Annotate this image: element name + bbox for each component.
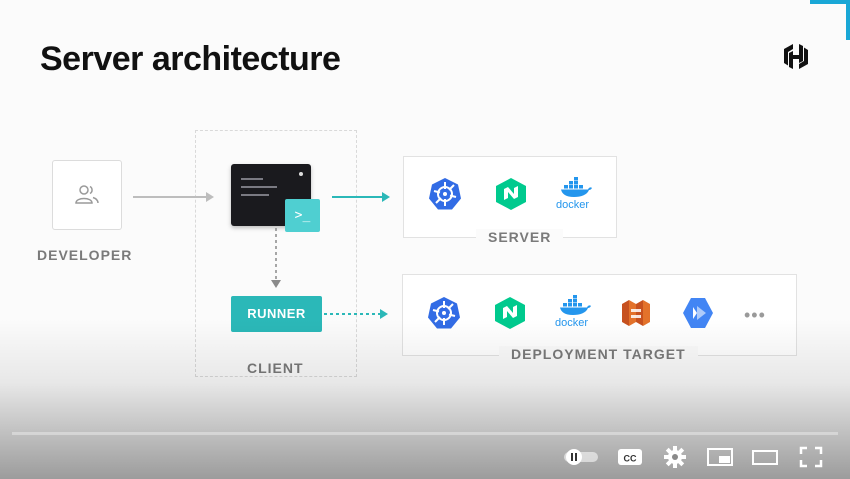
deployment-target-label: DEPLOYMENT TARGET	[499, 346, 698, 362]
deployment-target-box	[402, 274, 797, 356]
aws-ecs-icon	[622, 300, 650, 326]
terminal-dot	[299, 172, 303, 176]
runner-to-deployment-arrow	[324, 309, 388, 319]
gear-icon	[664, 446, 686, 468]
client-frame	[195, 130, 357, 377]
captions-icon: CC	[618, 449, 642, 465]
docker-wordmark: docker	[555, 317, 589, 329]
developer-to-client-arrow	[133, 192, 214, 202]
corner-accent	[810, 0, 850, 40]
theater-mode-button[interactable]	[748, 438, 782, 476]
users-icon	[75, 185, 99, 204]
miniplayer-icon	[707, 448, 733, 466]
kubernetes-icon	[429, 178, 461, 210]
runner-box: RUNNER	[231, 296, 322, 332]
nomad-icon	[495, 297, 525, 329]
progress-bar[interactable]	[12, 432, 838, 435]
terminal-line	[241, 186, 277, 188]
fullscreen-icon	[799, 446, 823, 468]
player-controls: CC	[0, 438, 850, 479]
terminal-prompt-icon: >_	[285, 199, 320, 232]
captions-button[interactable]: CC	[615, 438, 645, 476]
theater-mode-icon	[752, 450, 778, 465]
developer-box	[52, 160, 122, 230]
autoplay-toggle[interactable]	[560, 438, 602, 476]
hashicorp-logo-icon	[784, 44, 808, 69]
fullscreen-button[interactable]	[795, 438, 827, 476]
google-cloud-run-icon	[683, 298, 713, 328]
terminal-line	[241, 178, 263, 180]
autoplay-toggle-icon	[564, 449, 598, 465]
slide-title: Server architecture	[40, 40, 341, 78]
terminal-line	[241, 194, 269, 196]
kubernetes-icon	[428, 297, 460, 329]
docker-wordmark: docker	[556, 199, 590, 211]
docker-icon	[561, 177, 592, 197]
server-label: SERVER	[476, 229, 564, 245]
miniplayer-button[interactable]	[703, 438, 737, 476]
terminal-to-runner-arrow	[271, 228, 281, 288]
more-icon: •••	[744, 305, 766, 325]
nomad-icon	[496, 178, 526, 210]
docker-icon	[560, 295, 591, 315]
client-label: CLIENT	[247, 360, 304, 376]
captions-icon-text: CC	[624, 454, 637, 464]
settings-button[interactable]	[660, 438, 690, 476]
developer-label: DEVELOPER	[37, 247, 133, 263]
client-to-server-arrow	[332, 192, 390, 202]
